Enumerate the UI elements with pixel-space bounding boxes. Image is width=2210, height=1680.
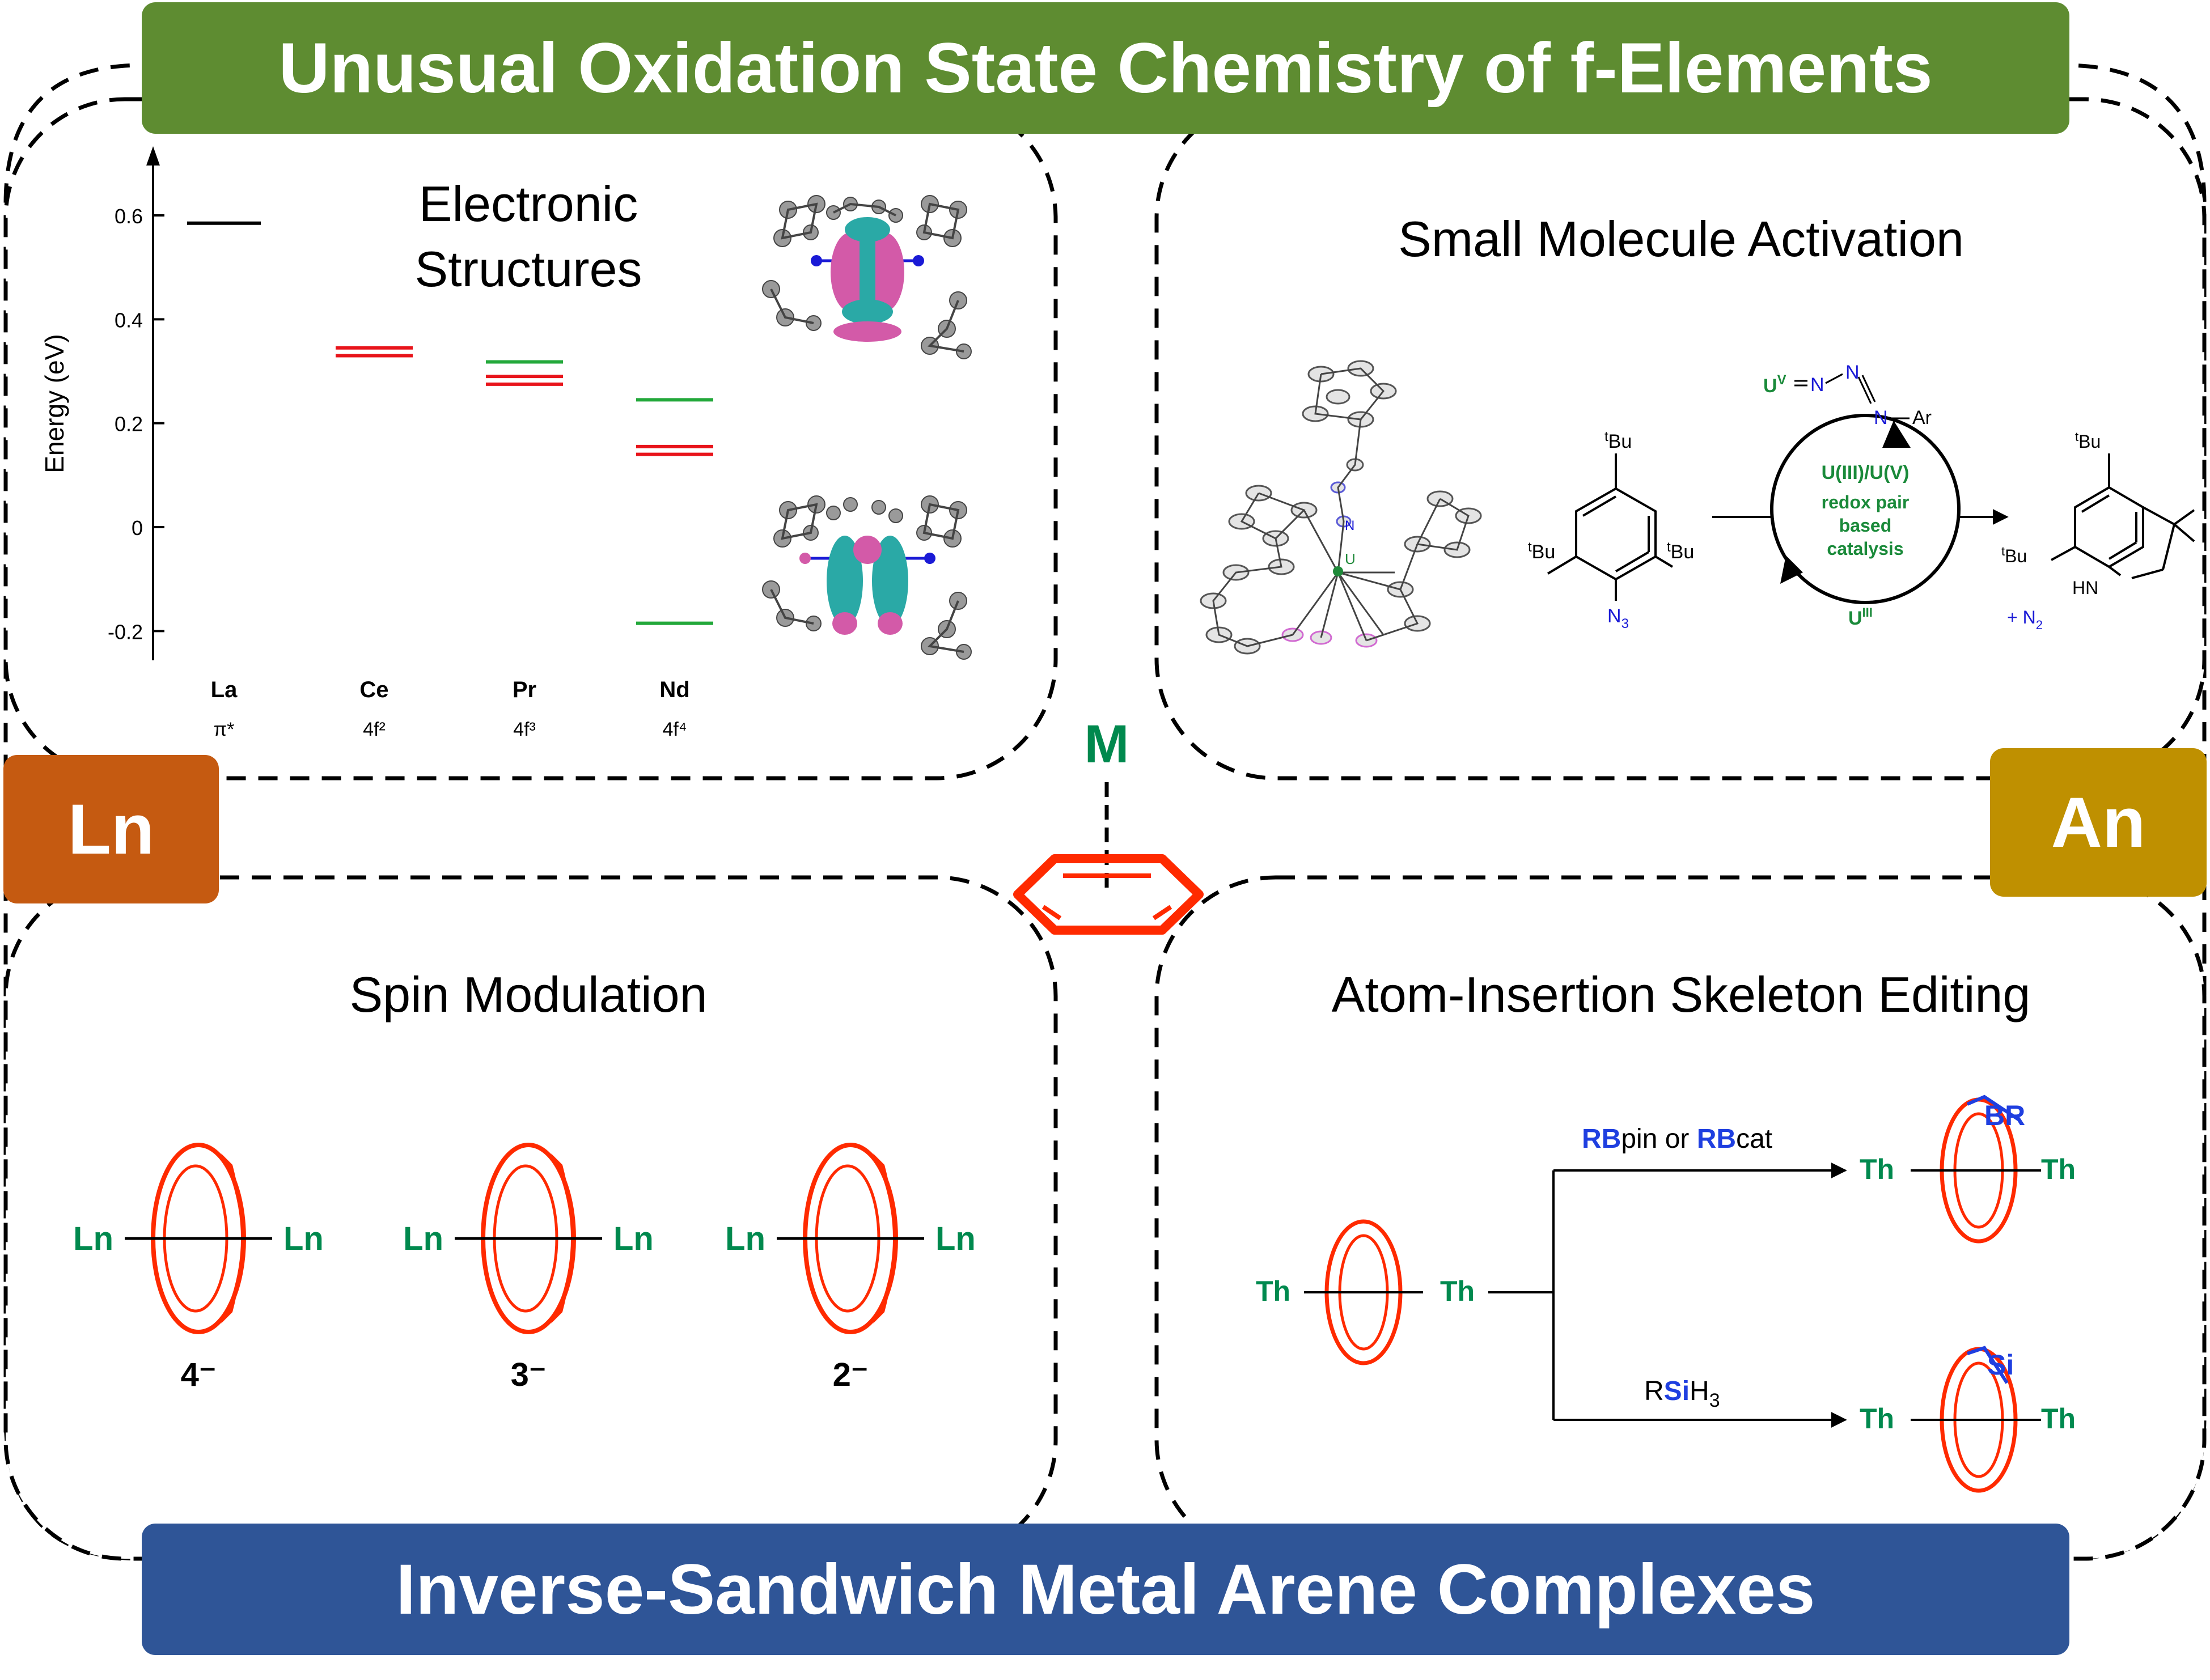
svg-text:U(III)/U(V): U(III)/U(V) — [1822, 462, 1910, 483]
svg-text:HN: HN — [2072, 578, 2098, 598]
catalysis-label: U(III)/U(V) redox pair based catalysis — [1822, 462, 1910, 559]
th-start-right: Th — [1440, 1275, 1475, 1307]
small-molecule-title: Small Molecule Activation — [1398, 211, 1964, 267]
energy-axis-label: Energy (eV) — [40, 334, 69, 473]
orbital-plot-bottom — [762, 495, 972, 660]
panel-small-molecule-border — [1154, 97, 2207, 780]
y-tick-label: -0.2 — [108, 620, 143, 643]
crystal-structure-bonds — [1212, 367, 1470, 647]
y-tick-label: 0 — [132, 516, 143, 540]
skeleton-editing-title: Atom-Insertion Skeleton Editing — [1332, 966, 2031, 1023]
reagent-silane: RSiH3 — [1644, 1376, 1720, 1411]
svg-text:N3: N3 — [1607, 605, 1629, 631]
charge-label: 2⁻ — [833, 1356, 869, 1393]
panel-electronic-structures-border — [3, 97, 1058, 780]
svg-text:tBu: tBu — [2075, 430, 2101, 452]
configuration-label: 4f³ — [513, 719, 536, 740]
charge-label: 4⁻ — [181, 1356, 217, 1393]
center-arene-ring — [1013, 854, 1204, 935]
center-metal-label: M — [1084, 714, 1129, 774]
ln-left-label: Ln — [403, 1220, 443, 1257]
bottom-title-text: Inverse-Sandwich Metal Arene Complexes — [396, 1550, 1815, 1629]
svg-text:based: based — [1839, 515, 1891, 536]
configuration-label: 4f² — [363, 719, 386, 740]
configuration-label: 4f⁴ — [663, 719, 687, 740]
ln-right-label: Ln — [613, 1220, 654, 1257]
top-title-banner: Unusual Oxidation State Chemistry of f-E… — [142, 2, 2069, 134]
y-tick-label: 0.4 — [115, 308, 143, 332]
br-label: BR — [1984, 1100, 2025, 1131]
configuration-label: π* — [214, 719, 235, 740]
ln-arene-sandwich: Ln Ln 3⁻ — [403, 1143, 654, 1393]
svg-text:tBu: tBu — [2001, 544, 2027, 566]
th-start-left: Th — [1256, 1275, 1290, 1307]
electronic-structures-title-line1: Electronic — [419, 176, 638, 232]
y-tick-label: 0.2 — [115, 413, 143, 436]
th-silicon-right: Th — [2041, 1403, 2076, 1435]
ln-right-label: Ln — [935, 1220, 976, 1257]
svg-text:UV: UV — [1763, 372, 1786, 397]
aryl-azide-structure — [1547, 453, 1674, 601]
svg-text:UIII: UIII — [1848, 605, 1873, 629]
energy-level-chart: 0.6 0.4 0.2 0 -0.2 Energy (eV) La π* Ce 4f² Pr 4f… — [40, 146, 713, 740]
lanthanide-tag: Ln — [3, 755, 219, 903]
th-silepin-product — [1911, 1346, 2041, 1493]
svg-text:Ar: Ar — [1912, 407, 1932, 429]
th-arene-start — [1304, 1219, 1423, 1365]
indoline-product — [2051, 453, 2195, 579]
n-atom-label: N — [1345, 518, 1354, 533]
catalytic-cycle — [1770, 414, 1961, 604]
element-label: Nd — [659, 677, 689, 702]
actinide-tag-text: An — [2051, 783, 2146, 862]
ln-left-label: Ln — [725, 1220, 765, 1257]
svg-text:tBu: tBu — [1604, 429, 1632, 452]
si-label: Si — [1987, 1349, 2014, 1381]
element-label: Pr — [513, 677, 536, 702]
ln-right-label: Ln — [283, 1220, 324, 1257]
svg-text:tBu: tBu — [1528, 540, 1555, 563]
y-tick-label: 0.6 — [115, 205, 143, 228]
actinide-tag: An — [1990, 748, 2207, 897]
th-silicon-left: Th — [1860, 1403, 1894, 1435]
u-atom-label: U — [1345, 550, 1356, 567]
svg-text:+ N2: + N2 — [2007, 607, 2043, 632]
spin-modulation-title: Spin Modulation — [349, 966, 707, 1023]
element-label: Ce — [359, 677, 388, 702]
reagent-boron: RBpin or RBcat — [1582, 1124, 1772, 1154]
charge-label: 3⁻ — [511, 1356, 547, 1393]
panel-skeleton-editing-border — [1154, 875, 2207, 1561]
th-boron-left: Th — [1860, 1153, 1894, 1185]
svg-text:redox pair: redox pair — [1822, 492, 1910, 512]
svg-text:catalysis: catalysis — [1827, 538, 1903, 559]
top-title-text: Unusual Oxidation State Chemistry of f-E… — [278, 28, 1933, 108]
ln-arene-sandwich: Ln Ln 4⁻ — [73, 1143, 324, 1393]
svg-text:N: N — [1874, 407, 1888, 429]
orbital-plot-top — [762, 195, 972, 359]
electronic-structures-title-line2: Structures — [414, 241, 642, 297]
ln-left-label: Ln — [73, 1220, 113, 1257]
svg-text:N: N — [1845, 362, 1860, 383]
svg-text:tBu: tBu — [1667, 540, 1694, 563]
th-borepin-product — [1911, 1094, 2041, 1244]
ln-arene-sandwich: Ln Ln 2⁻ — [725, 1143, 976, 1393]
th-boron-right: Th — [2041, 1153, 2076, 1185]
element-label: La — [211, 677, 238, 702]
lanthanide-tag-text: Ln — [67, 790, 155, 869]
bottom-title-banner: Inverse-Sandwich Metal Arene Complexes — [142, 1524, 2069, 1655]
branching-arrows — [1488, 1163, 1847, 1428]
svg-text:N: N — [1810, 374, 1824, 396]
